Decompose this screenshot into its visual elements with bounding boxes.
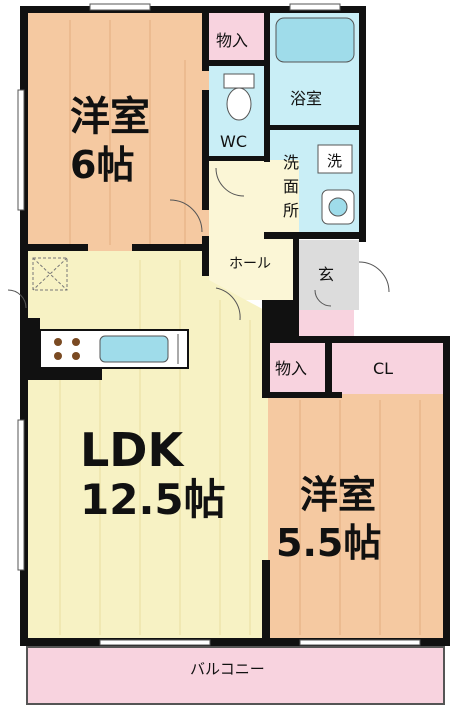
- ldk-grain: [59, 260, 251, 635]
- door-arc: [358, 261, 390, 293]
- ldk-name: LDK: [80, 423, 185, 477]
- stove: [44, 334, 92, 364]
- walls: [20, 6, 450, 646]
- cl-floor: [332, 342, 444, 394]
- western-room-1-floor: [27, 13, 209, 251]
- washroom-label-2: 面: [283, 177, 299, 196]
- door-arc: [215, 167, 245, 197]
- bathroom-label: 浴室: [290, 89, 322, 108]
- balcony-rail: [26, 646, 445, 705]
- entrance-label: 玄: [318, 265, 334, 284]
- door-swings: [7, 167, 390, 321]
- western-room-1-name: 洋室: [70, 94, 150, 140]
- burner-icon: [54, 338, 62, 346]
- hall-label: ホール: [229, 256, 271, 272]
- floor-grain: [69, 20, 421, 635]
- washroom-label-3: 所: [283, 201, 299, 220]
- bathtub: [275, 17, 355, 63]
- burner-icon: [72, 352, 80, 360]
- toilet-icon: [223, 73, 255, 121]
- washer-box: [317, 144, 353, 174]
- basin-bowl-icon: [328, 197, 348, 217]
- western-room-2-floor: [268, 394, 444, 640]
- entrance-porch-floor: [299, 310, 354, 340]
- washroom-label-1: 洗: [283, 153, 299, 172]
- burner-icon: [72, 338, 80, 346]
- kitchen-counter: [39, 329, 189, 369]
- storage-hatch: [32, 257, 68, 291]
- closet-top-label: 物入: [216, 31, 248, 50]
- closet-top-floor: [209, 13, 269, 65]
- cl-label: CL: [373, 359, 393, 378]
- closet-mid-floor: [268, 342, 332, 394]
- labels: 洋室 6帖 物入 浴室 WC 洗 面 所 洗 ホール 玄 LDK 12.5帖 物…: [70, 31, 393, 678]
- wc-label: WC: [220, 132, 247, 151]
- closet-mid-label: 物入: [275, 359, 307, 378]
- balcony-floor: [27, 647, 444, 704]
- burner-icon: [54, 352, 62, 360]
- door-arc: [314, 289, 332, 307]
- balcony-label: バルコニー: [190, 660, 265, 678]
- windows: [17, 3, 421, 646]
- western-room-1-size: 6帖: [70, 143, 134, 187]
- hall-floor: [209, 160, 299, 300]
- western-room-2-size: 5.5帖: [276, 521, 381, 565]
- door-arc: [169, 199, 203, 233]
- entrance-floor: [299, 240, 359, 310]
- door-arc: [7, 289, 27, 309]
- western-room-2-name: 洋室: [300, 473, 376, 517]
- ldk-size: 12.5帖: [80, 475, 226, 524]
- washer-label: 洗: [327, 152, 342, 170]
- door-arc: [215, 287, 241, 321]
- sink: [99, 335, 169, 363]
